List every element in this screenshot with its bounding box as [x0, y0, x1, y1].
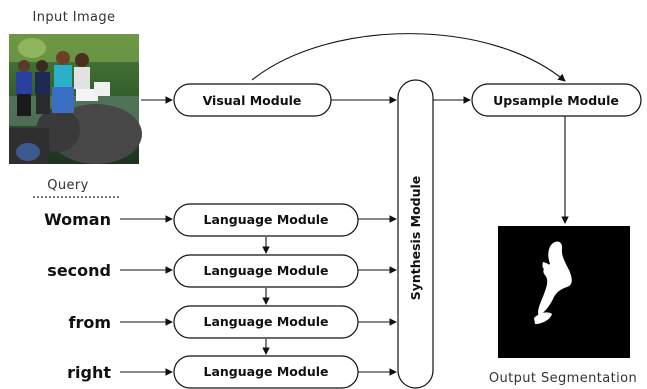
language-module-label: Language Module	[204, 364, 329, 379]
query-word-3: right	[67, 363, 111, 382]
language-module-label: Language Module	[204, 212, 329, 227]
input-image-title: Input Image	[33, 10, 116, 25]
output-mask	[498, 226, 630, 358]
synthesis-module-label: Synthesis Module	[408, 176, 423, 301]
language-module-label: Language Module	[204, 314, 329, 329]
query-word-2: from	[68, 313, 111, 332]
synthesis-module: Synthesis Module	[397, 79, 434, 389]
visual-module-label: Visual Module	[203, 93, 302, 108]
arrow-skip-visual-upsample	[251, 33, 566, 82]
input-photo	[9, 34, 142, 164]
upsample-module-label: Upsample Module	[493, 93, 619, 108]
language-module-1: Language Module	[173, 254, 359, 288]
language-module-3: Language Module	[173, 355, 359, 389]
language-module-label: Language Module	[204, 263, 329, 278]
language-module-2: Language Module	[173, 305, 359, 339]
upsample-module: Upsample Module	[471, 83, 642, 117]
output-title: Output Segmentation	[489, 371, 637, 386]
query-word-0: Woman	[44, 210, 111, 229]
language-module-0: Language Module	[173, 203, 359, 237]
visual-module: Visual Module	[173, 83, 332, 117]
query-word-1: second	[47, 261, 111, 280]
query-title: Query	[47, 178, 89, 193]
